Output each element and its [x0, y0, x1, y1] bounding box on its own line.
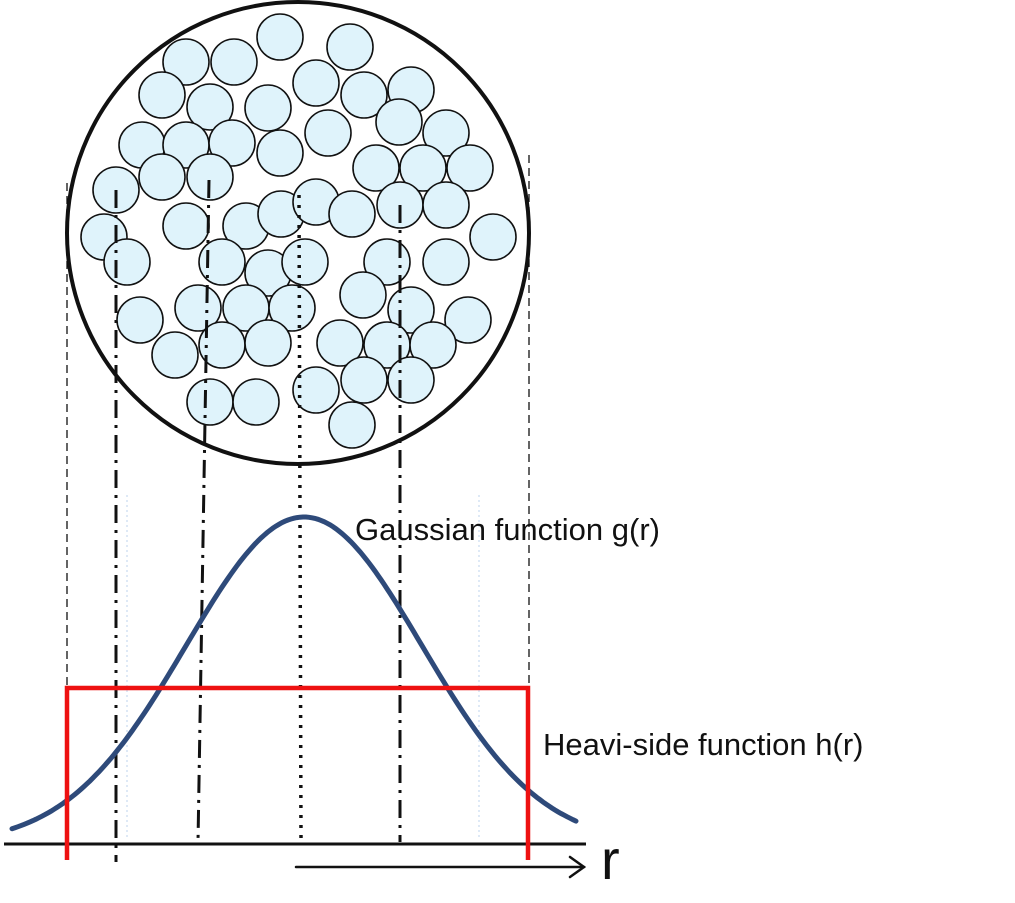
particle — [256, 129, 304, 177]
particle — [232, 378, 280, 426]
arrow-head — [568, 855, 587, 879]
particle — [304, 109, 352, 157]
dash-dot-line-2 — [196, 179, 211, 843]
particle — [208, 119, 256, 167]
particle — [409, 321, 457, 369]
heaviside-label: Heavi-side function h(r) — [543, 727, 864, 762]
particle — [244, 319, 292, 367]
gaussian-label: Gaussian function g(r) — [355, 512, 660, 547]
particle — [422, 238, 470, 286]
particle — [352, 144, 400, 192]
particle — [162, 202, 210, 250]
particle — [339, 271, 387, 319]
particle — [281, 238, 329, 286]
particle — [103, 238, 151, 286]
r-axis-label: r — [601, 828, 620, 891]
particle — [387, 356, 435, 404]
particle — [244, 84, 292, 132]
particle — [256, 13, 304, 61]
particle — [151, 331, 199, 379]
particle — [328, 190, 376, 238]
particle — [198, 238, 246, 286]
particle — [292, 366, 340, 414]
particle — [138, 71, 186, 119]
particle — [399, 144, 447, 192]
particle — [444, 296, 492, 344]
particle — [162, 38, 210, 86]
particle — [174, 284, 222, 332]
gaussian-curve — [9, 514, 579, 832]
particle — [316, 319, 364, 367]
particle — [375, 98, 423, 146]
particle — [446, 144, 494, 192]
particle — [340, 356, 388, 404]
particle — [186, 83, 234, 131]
particle — [186, 153, 234, 201]
particle — [422, 109, 470, 157]
particle — [326, 23, 374, 71]
particle — [268, 284, 316, 332]
particle — [186, 378, 234, 426]
particle — [116, 296, 164, 344]
particle — [210, 38, 258, 86]
particle — [328, 401, 376, 449]
particle — [469, 213, 517, 261]
particle — [422, 181, 470, 229]
heaviside-step — [64, 685, 531, 860]
particle — [340, 71, 388, 119]
particle — [292, 59, 340, 107]
r-axis-arrow — [294, 855, 587, 879]
particle — [138, 153, 186, 201]
particles — [80, 13, 517, 449]
